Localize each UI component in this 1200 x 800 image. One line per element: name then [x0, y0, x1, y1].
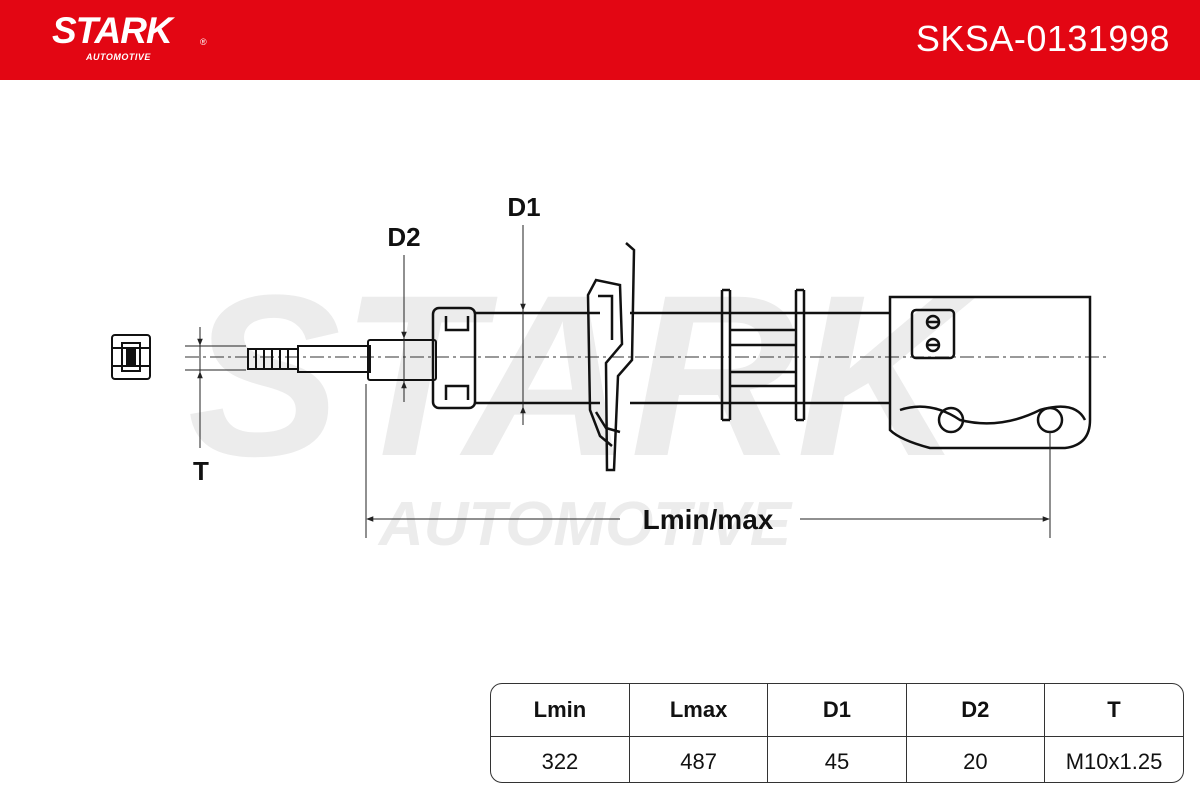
spec-table: Lmin Lmax D1 D2 T 322 487 45 20 M10x1.25	[490, 683, 1184, 783]
registered-mark: ®	[200, 37, 207, 47]
label-length: Lmin/max	[643, 504, 774, 535]
spec-value-d1: 45	[767, 736, 907, 782]
bracket-clamp	[720, 288, 806, 422]
top-mount	[431, 306, 477, 410]
spec-header-d2: D2	[906, 684, 1046, 737]
spec-value-d2: 20	[906, 736, 1046, 782]
spec-header-lmax: Lmax	[629, 684, 769, 737]
label-t: T	[193, 456, 209, 486]
spec-value-lmax: 487	[629, 736, 769, 782]
spec-value-t: M10x1.25	[1065, 749, 1163, 774]
watermark-sub: AUTOMOTIVE	[377, 490, 793, 559]
label-d1: D1	[507, 192, 540, 222]
stark-logo: STARK ® AUTOMOTIVE	[52, 10, 212, 66]
knuckle-mount	[888, 295, 1092, 450]
logo-sub-text: AUTOMOTIVE	[86, 52, 151, 62]
body-tube	[475, 311, 890, 405]
nut-icon	[111, 334, 151, 380]
spec-table-header-row: Lmin Lmax D1 D2 T	[491, 684, 1183, 737]
spec-table-value-row: 322 487 45 20 M10x1.25	[491, 736, 1183, 782]
part-number: SKSA-0131998	[915, 18, 1170, 59]
rod-thread	[247, 339, 437, 381]
logo-brand-text: STARK	[52, 10, 173, 51]
spec-value-lmin: 322	[491, 736, 630, 782]
header-bar: STARK ® AUTOMOTIVE SKSA-0131998	[0, 0, 1200, 80]
dimension-lines	[185, 225, 1051, 538]
spec-header-d1: D1	[767, 684, 907, 737]
shock-absorber-drawing: STARK AUTOMOTIVE	[111, 192, 1110, 559]
spec-header-lmin: Lmin	[491, 684, 630, 737]
watermark-main: STARK	[187, 247, 977, 504]
label-d2: D2	[387, 222, 420, 252]
spec-header-t: T	[1044, 684, 1183, 737]
spring-plate	[586, 242, 636, 472]
